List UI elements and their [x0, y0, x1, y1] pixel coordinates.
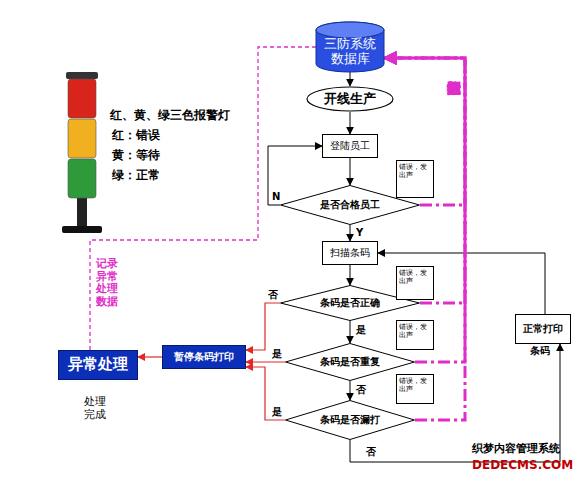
lamp-segments: [68, 79, 96, 198]
note-box: 错误，发出声: [396, 374, 434, 404]
edge-label: 是: [272, 348, 282, 360]
legend-text: 黄：等待: [112, 149, 160, 163]
flow-connector: [384, 58, 465, 303]
edge-label: 否: [366, 446, 376, 458]
flow-connector: [350, 321, 351, 343]
edge-label: 是: [272, 406, 282, 418]
node-text: 登陆员工: [330, 140, 370, 152]
node-text: 错误，发出声: [399, 377, 431, 393]
node-text: 是否合格员工: [320, 199, 380, 211]
note-box: 错误，发出声: [396, 266, 434, 300]
lamp-pole: [77, 198, 87, 226]
legend-text: 红：错误: [112, 129, 160, 143]
node-text: 错误，发出声: [399, 323, 431, 339]
lamp-base: [62, 226, 102, 233]
node-text: 条码是否正确: [320, 297, 380, 309]
node-subtext: 条码: [530, 345, 550, 357]
node-text: 暂停条码打印: [174, 351, 234, 363]
lamp-swatch: [68, 119, 96, 158]
node-text: 正常打印: [523, 323, 563, 335]
note-text: 处理完成: [84, 396, 110, 421]
node-text: 扫描条码: [330, 247, 370, 259]
connector-group: [90, 47, 560, 462]
legend-text: 绿：正常: [112, 169, 160, 183]
flow-connector: [350, 158, 351, 185]
diamond-shape: [286, 401, 415, 440]
alarm-lamp-drawing: [62, 72, 102, 233]
edge-label: 否: [268, 289, 278, 301]
node-text: 条码是否重复: [320, 356, 380, 368]
flow-connector: [350, 381, 351, 400]
cylinder-body: [316, 22, 384, 72]
diamond-shape: [281, 286, 420, 321]
flow-connector: [138, 356, 162, 357]
lamp-swatch: [68, 79, 96, 118]
flow-connector: [350, 225, 351, 241]
highlight-box: 异常处理: [58, 350, 138, 380]
flow-connector: [90, 47, 316, 350]
edge-label: Y: [356, 227, 363, 239]
process-box: 扫描条码: [322, 241, 378, 265]
node-text: 三防系统数据库: [322, 37, 378, 67]
lamp-title: 红、黄、绿三色报警灯: [110, 109, 230, 123]
node-text: 条码是否漏打: [320, 414, 380, 426]
watermark: DEDECMS.COM: [472, 459, 573, 473]
node-text: 异常处理: [68, 356, 128, 373]
node-text: 开线生产: [324, 92, 376, 107]
node-text: 错误，发出声: [399, 269, 431, 285]
note-box: 错误，发出声: [396, 160, 434, 198]
flow-connector: [246, 303, 280, 350]
highlight-box: 暂停条码打印: [162, 345, 246, 369]
note-box: 错误，发出声: [396, 320, 434, 350]
database-cylinder: 三防系统数据库: [316, 22, 384, 72]
process-box: 正常打印条码: [515, 314, 571, 344]
decision-diamond: 条码是否漏打: [285, 400, 415, 440]
flow-connector: [246, 367, 285, 420]
node-text: 错误，发出声: [399, 163, 431, 179]
oval-shape: [307, 87, 393, 111]
edge-label: 否: [356, 384, 366, 396]
edge-label: N: [272, 191, 280, 203]
diamond-shape: [281, 186, 420, 225]
edge-label: 是: [356, 324, 366, 336]
watermark: 织梦内容管理系统: [472, 443, 560, 456]
flow-connector: [350, 72, 351, 86]
edge-label: 记录异常处理数据: [96, 258, 120, 309]
cylinder-top: [316, 22, 384, 38]
flow-connector: [350, 265, 351, 285]
flow-connector: [384, 58, 465, 205]
flow-connector: [350, 112, 351, 134]
process-box: 登陆员工: [322, 134, 378, 158]
start-oval: 开线生产: [306, 86, 394, 112]
lamp-swatch: [68, 159, 96, 198]
lamp-cap: [66, 72, 98, 79]
flow-connector: [246, 361, 285, 362]
